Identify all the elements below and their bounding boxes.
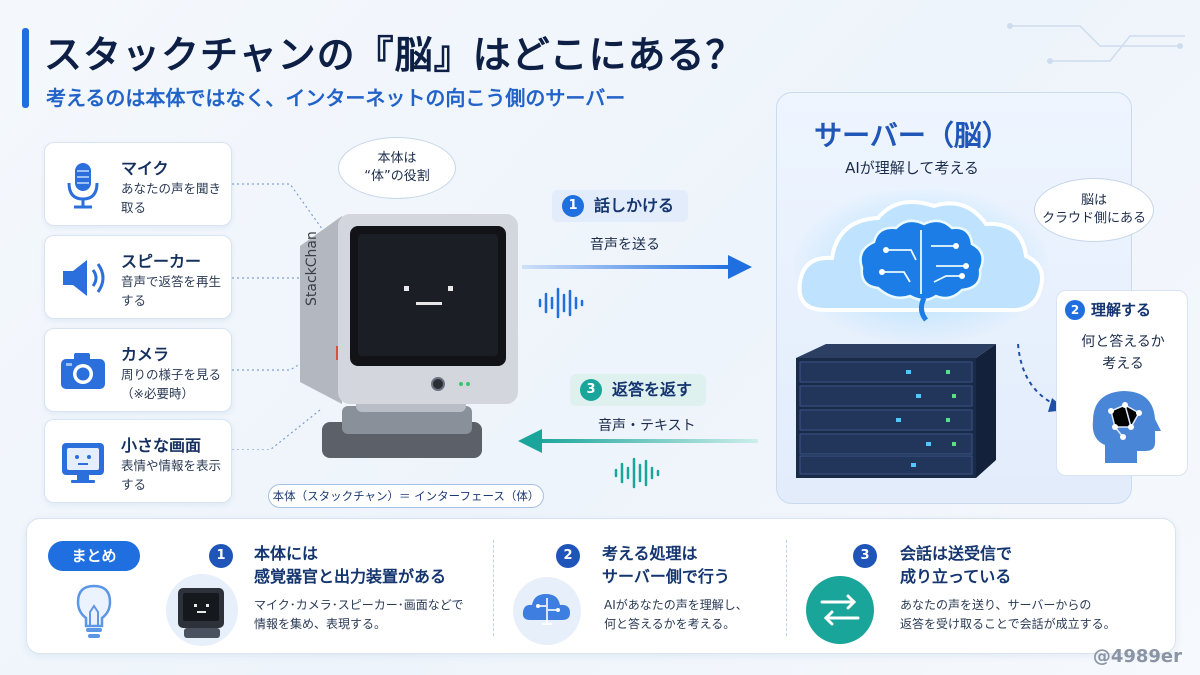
part-card-screen: 小さな画面 表情や情報を表示する	[44, 419, 232, 503]
title-accent-bar	[22, 28, 29, 108]
detail-line: 何と答えるか	[1081, 334, 1165, 350]
part-desc: あなたの声を聞き取る	[121, 181, 222, 215]
cloud-brain-icon	[513, 577, 581, 645]
summary-desc: あなたの声を送り、サーバーからの 返答を受け取ることで会話が成立する。	[900, 596, 1116, 634]
page-title: スタックチャンの『脳』はどこにある？	[44, 33, 745, 77]
chat-exchange-icon	[806, 576, 874, 644]
part-title: カメラ	[121, 345, 170, 364]
stackchan-robot: StackChan	[300, 214, 518, 458]
bubble-line: 本体は	[377, 151, 417, 166]
heading-line: サーバー側で行う	[602, 567, 730, 586]
robot-brand-text: StackChan	[304, 231, 320, 306]
heading-line: 会話は送受信で	[900, 544, 1013, 563]
part-desc: 表情や情報を表示する	[121, 458, 222, 492]
summary-desc: マイク･カメラ･スピーカー･画面などで 情報を集め、表現する。	[254, 596, 464, 634]
heading-line: 考える処理は	[602, 544, 698, 563]
heading-line: 感覚器官と出力装置がある	[254, 567, 447, 586]
cloud-brain-server-illustration	[791, 190, 1051, 478]
camera-icon	[61, 353, 105, 389]
heading-line: 成り立っている	[900, 567, 1012, 586]
step-label: 理解する	[1091, 301, 1152, 319]
brain-location-bubble: 脳は クラウド側にある	[1034, 178, 1154, 242]
desc-line: 何と答えるかを考える。	[604, 617, 736, 631]
lightbulb-icon	[76, 584, 112, 638]
step-label: 返答を返す	[612, 380, 693, 399]
robot-interface-label: 本体（スタックチャン）＝ インターフェース（体）	[268, 484, 544, 508]
step-2-detail: 何と答えるか 考える	[1065, 331, 1181, 375]
part-title: マイク	[121, 159, 169, 178]
page-subtitle: 考えるのは本体ではなく、インターネットの向こう側のサーバー	[46, 86, 626, 110]
desc-line: AIがあなたの声を理解し、	[604, 598, 748, 612]
summary-divider	[786, 540, 787, 636]
screen-icon	[62, 443, 104, 483]
server-subtitle: AIが理解して考える	[845, 159, 979, 177]
circuit-decoration	[1007, 23, 1185, 64]
part-card-camera: カメラ 周りの様子を見る（※必要時）	[44, 328, 232, 412]
summary-tag: まとめ	[48, 541, 140, 571]
brain-icon	[859, 219, 984, 322]
step-3-pill: 3 返答を返す	[570, 374, 707, 406]
step-number: 3	[580, 379, 602, 401]
summary-heading: 考える処理は サーバー側で行う	[602, 542, 730, 588]
step-2-card: 2 理解する 何と答えるか 考える	[1056, 290, 1188, 476]
summary-divider	[493, 540, 494, 636]
desc-line: 情報を集め、表現する。	[254, 617, 387, 631]
bubble-line: “体”の役割	[364, 169, 430, 184]
summary-number: 1	[209, 544, 233, 568]
step-label: 話しかける	[594, 196, 675, 215]
bubble-line: 脳は	[1080, 193, 1107, 208]
send-arrow	[522, 255, 752, 279]
desc-line: マイク･カメラ･スピーカー･画面などで	[254, 598, 464, 612]
part-desc: 周りの様子を見る（※必要時）	[121, 367, 222, 401]
desc-line: あなたの声を送り、サーバーからの	[900, 598, 1092, 612]
summary-number: 3	[853, 544, 877, 568]
server-title: サーバー（脳）	[814, 119, 1010, 152]
author-credit: @4989er	[1092, 646, 1182, 667]
summary-heading: 会話は送受信で 成り立っている	[900, 542, 1012, 588]
desc-line: 返答を受け取ることで会話が成立する。	[900, 617, 1116, 631]
part-card-speaker: スピーカー 音声で返答を再生する	[44, 235, 232, 319]
reply-arrow	[518, 429, 758, 453]
summary-heading: 本体には 感覚器官と出力装置がある	[254, 542, 446, 588]
heading-line: 本体には	[254, 544, 319, 563]
detail-line: 考える	[1102, 356, 1144, 372]
stackchan-thumbnail-icon	[166, 574, 238, 646]
speaker-icon	[63, 260, 105, 296]
part-title: スピーカー	[121, 252, 202, 271]
send-soundwave-icon	[538, 287, 584, 319]
step-1-pill: 1 話しかける	[552, 190, 689, 222]
summary-number: 2	[556, 544, 580, 568]
step-1-detail: 音声を送る	[590, 237, 660, 253]
step-2-pill: 2 理解する	[1065, 299, 1151, 320]
step-number: 1	[562, 195, 584, 217]
part-card-microphone: マイク あなたの声を聞き取る	[44, 142, 232, 226]
ai-head-icon	[1092, 391, 1161, 463]
part-title: 小さな画面	[121, 436, 202, 455]
summary-desc: AIがあなたの声を理解し、 何と答えるかを考える。	[604, 596, 748, 634]
bubble-line: クラウド側にある	[1041, 211, 1146, 226]
step-number: 2	[1065, 300, 1085, 320]
part-desc: 音声で返答を再生する	[121, 274, 222, 308]
microphone-icon	[67, 163, 99, 209]
robot-speech-bubble: 本体は “体”の役割	[338, 137, 456, 199]
server-rack-icon	[796, 344, 996, 478]
reply-soundwave-icon	[614, 457, 660, 489]
step-3-detail: 音声・テキスト	[598, 418, 696, 434]
